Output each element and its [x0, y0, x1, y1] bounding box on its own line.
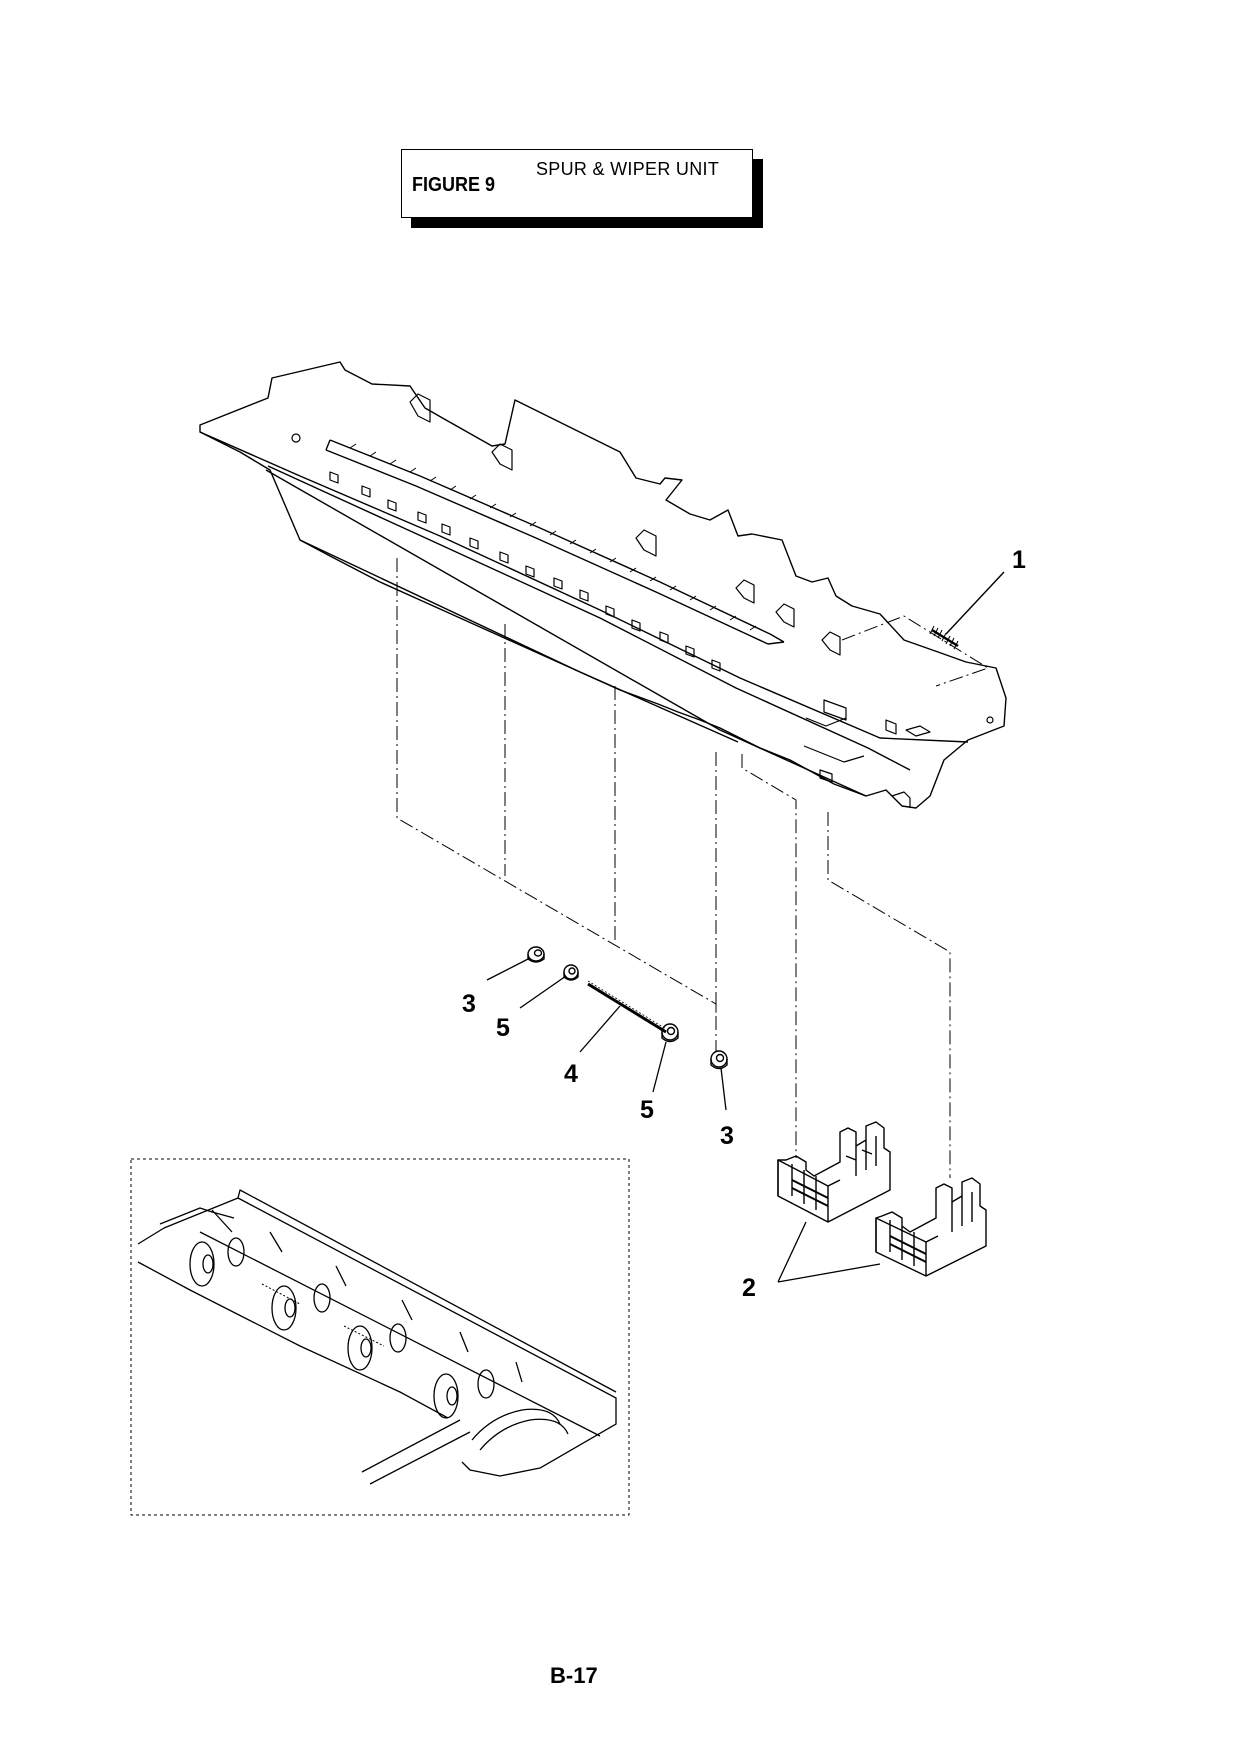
callout-2-leaders: [777, 1221, 881, 1283]
detail-inset-frame: [130, 1158, 630, 1516]
callout-5-left: 5: [496, 1014, 510, 1042]
callout-1-leader: [945, 571, 1005, 635]
wiper-holder-left-part: [777, 1121, 891, 1223]
inset-spur-2: [271, 1283, 331, 1331]
figure-name: SPUR & WIPER UNIT: [536, 159, 720, 179]
figure-title-box: FIGURE 9 SPUR & WIPER UNIT: [401, 149, 763, 229]
spur-left-part: [563, 964, 579, 981]
page-number: B-17: [550, 1663, 598, 1688]
spur-gear-left-part: [527, 946, 545, 963]
spring: [929, 625, 959, 650]
inset-spur-4: [433, 1369, 495, 1419]
inset-spur-3: [347, 1323, 407, 1371]
figure-number: FIGURE 9: [412, 174, 496, 196]
callout-3-left: 3: [462, 990, 476, 1018]
assembly-guide-lines: [396, 558, 951, 1178]
callout-4: 4: [564, 1060, 578, 1088]
spur-gear-right-part: [710, 1050, 728, 1070]
callout-3-right: 3: [720, 1122, 734, 1150]
small-part-leaders: [486, 957, 727, 1111]
inset-spur-1: [189, 1237, 245, 1287]
callout-1: 1: [1012, 546, 1026, 574]
spring-guide-lines: [841, 615, 989, 687]
spur-right-part: [661, 1023, 679, 1043]
detail-inset-drawing: [137, 1189, 617, 1485]
callout-5-right: 5: [640, 1096, 654, 1124]
title-box-frame: FIGURE 9 SPUR & WIPER UNIT: [401, 149, 753, 218]
shaft-part: [587, 980, 667, 1034]
callout-2: 2: [742, 1274, 756, 1302]
wiper-holder-right-part: [875, 1177, 987, 1277]
spur-unit-frame: [199, 361, 1007, 809]
